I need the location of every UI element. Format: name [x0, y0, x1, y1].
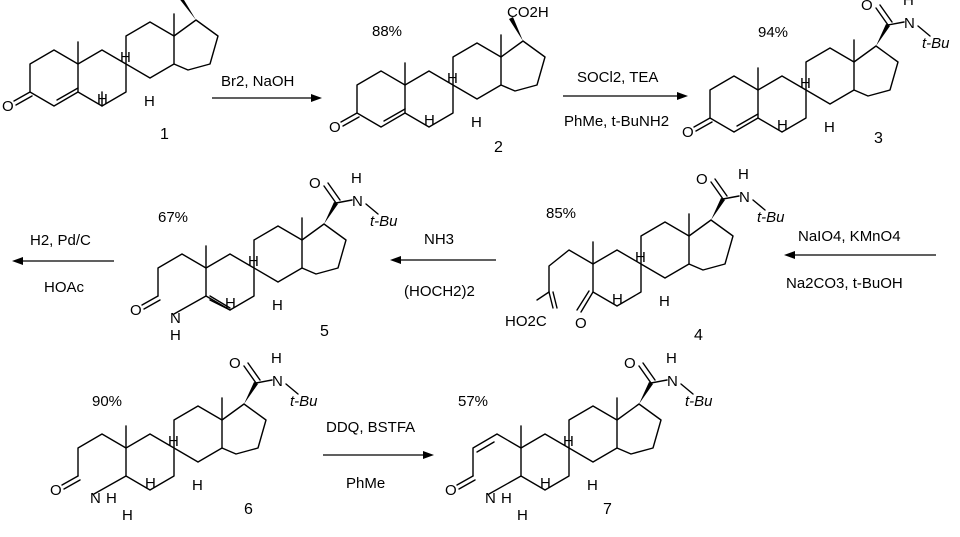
- step-2-yield: 94%: [758, 24, 788, 41]
- compound-6-ring-n: N: [90, 490, 101, 507]
- step-5-reagents-above: H2, Pd/C: [30, 232, 91, 249]
- compound-6-ring-o: O: [50, 482, 62, 499]
- compound-4-structure: O H N t-Bu HO2C O H H H: [505, 166, 785, 332]
- compound-7-h9: H: [540, 475, 551, 492]
- compound-3-ketone-o: O: [682, 124, 694, 141]
- compound-2-h8: H: [447, 70, 458, 87]
- compound-5-amide-o: O: [309, 175, 321, 192]
- compound-3-amide-o: O: [861, 0, 873, 14]
- compound-1-number: 1: [160, 126, 169, 143]
- step-6-yield: 57%: [458, 393, 488, 410]
- step-2-reagents-below: PhMe, t-BuNH2: [564, 113, 669, 130]
- compound-7-ring-nh: H: [501, 490, 512, 507]
- compound-2-acid-label: CO2H: [507, 4, 549, 21]
- compound-5-h8: H: [248, 253, 259, 270]
- compound-3-amide-n: N: [904, 15, 915, 32]
- compound-5-number: 5: [320, 323, 329, 340]
- compound-7-h14: H: [587, 477, 598, 494]
- step-5-yield: 90%: [92, 393, 122, 410]
- compound-6-number: 6: [244, 501, 253, 518]
- compound-5-ring-n: N: [170, 310, 181, 327]
- compound-7-amide-o: O: [624, 355, 636, 372]
- step-1-arrow: [212, 94, 322, 102]
- compound-7-h8: H: [563, 433, 574, 450]
- compound-5-structure: O H N t-Bu O N H H H H: [130, 170, 398, 344]
- compound-4-h9: H: [612, 291, 623, 308]
- compound-4-tbu: t-Bu: [757, 209, 785, 226]
- compound-3-tbu: t-Bu: [922, 35, 950, 52]
- compound-7-ring-n: N: [485, 490, 496, 507]
- step-1-reagents-above: Br2, NaOH: [221, 73, 294, 90]
- compound-5-h9: H: [225, 295, 236, 312]
- compound-5-tbu: t-Bu: [370, 213, 398, 230]
- compound-5-ring-o: O: [130, 302, 142, 319]
- compound-5-amide-nh: H: [351, 170, 362, 187]
- step-6-reagents-below: PhMe: [346, 475, 385, 492]
- compound-6-amide-o: O: [229, 355, 241, 372]
- compound-4-acid-label: HO2C: [505, 313, 547, 330]
- step-6-arrow: [323, 451, 434, 459]
- compound-4-number: 4: [694, 327, 703, 344]
- compound-7-number: 7: [603, 501, 612, 518]
- step-2-reagents-above: SOCl2, TEA: [577, 69, 658, 86]
- compound-7-structure: O H N t-Bu O N H H H H H: [445, 350, 713, 524]
- step-3-reagents-below: Na2CO3, t-BuOH: [786, 275, 903, 292]
- compound-4-h8: H: [635, 249, 646, 266]
- compound-7-amide-nh: H: [666, 350, 677, 367]
- step-5-arrow: [12, 257, 114, 265]
- step-3-yield: 85%: [546, 205, 576, 222]
- step-3-arrow: [784, 251, 936, 259]
- compound-3-h8: H: [800, 75, 811, 92]
- compound-1-h14: H: [144, 93, 155, 110]
- compound-6-tbu: t-Bu: [290, 393, 318, 410]
- compound-2-h14: H: [471, 114, 482, 131]
- compound-1-h9: H: [97, 91, 108, 108]
- step-4-reagents-above: NH3: [424, 231, 454, 248]
- compound-6-amide-n: N: [272, 373, 283, 390]
- compound-2-ketone-o: O: [329, 119, 341, 136]
- step-5-reagents-below: HOAc: [44, 279, 85, 296]
- compound-3-structure: O H N t-Bu O H H H: [682, 0, 950, 141]
- compound-1-ketone-o: O: [2, 98, 14, 115]
- compound-4-amide-o: O: [696, 171, 708, 188]
- step-4-yield: 67%: [158, 209, 188, 226]
- step-3-reagents-above: NaIO4, KMnO4: [798, 228, 901, 245]
- compound-3-h14: H: [824, 119, 835, 136]
- compound-5-ring-nh: H: [170, 327, 181, 344]
- compound-6-amide-nh: H: [271, 350, 282, 367]
- compound-4-amide-n: N: [739, 189, 750, 206]
- compound-5-amide-n: N: [352, 193, 363, 210]
- compound-2-h9: H: [424, 112, 435, 129]
- compound-6-h9: H: [145, 475, 156, 492]
- compound-1-h8: H: [120, 49, 131, 66]
- compound-4-amide-nh: H: [738, 166, 749, 183]
- compound-2-structure: CO2H O H H H: [329, 4, 549, 136]
- compound-1-structure: Ac O H H H: [2, 0, 219, 115]
- compound-2-number: 2: [494, 139, 503, 156]
- step-4-reagents-below: (HOCH2)2: [404, 283, 475, 300]
- compound-5-h14: H: [272, 297, 283, 314]
- compound-6-structure: O H N t-Bu O N H H H H H: [50, 350, 318, 524]
- compound-4-ketone-o: O: [575, 315, 587, 332]
- compound-3-h9: H: [777, 117, 788, 134]
- compound-4-h14: H: [659, 293, 670, 310]
- compound-6-h5: H: [122, 507, 133, 524]
- compound-7-ring-o: O: [445, 482, 457, 499]
- compound-3-number: 3: [874, 130, 883, 147]
- compound-6-ring-nh: H: [106, 490, 117, 507]
- step-4-arrow: [390, 256, 496, 264]
- compound-6-h14: H: [192, 477, 203, 494]
- step-1-yield: 88%: [372, 23, 402, 40]
- compound-7-amide-n: N: [667, 373, 678, 390]
- compound-7-h5: H: [517, 507, 528, 524]
- step-6-reagents-above: DDQ, BSTFA: [326, 419, 415, 436]
- compound-3-amide-nh: H: [903, 0, 914, 9]
- compound-6-h8: H: [168, 433, 179, 450]
- step-2-arrow: [563, 92, 688, 100]
- compound-7-tbu: t-Bu: [685, 393, 713, 410]
